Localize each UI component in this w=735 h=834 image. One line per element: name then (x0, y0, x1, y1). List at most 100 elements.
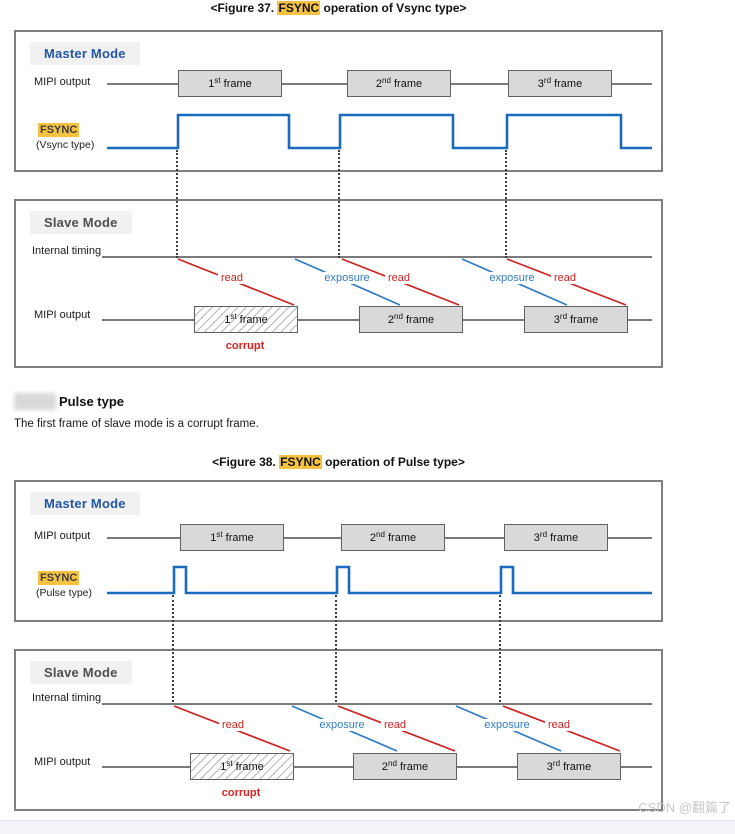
frame-sup: nd (388, 758, 397, 768)
frame-word: frame (236, 313, 268, 326)
frame-word: frame (547, 531, 579, 544)
fsync-label: FSYNC (38, 123, 80, 137)
caption-suffix: operation of Vsync type> (320, 1, 467, 15)
caption-suffix: operation of Pulse type> (321, 455, 465, 469)
sync-dotted-line-1 (172, 595, 174, 702)
section-body-text: The first frame of slave mode is a corru… (14, 418, 259, 430)
frame-sup: nd (376, 529, 385, 539)
csdn-watermark: CSDN @翻篇了 (638, 800, 731, 815)
exposure-label: exposure (486, 272, 538, 284)
frame-sup: rd (559, 311, 568, 321)
slave-mode-label: Slave Mode (30, 661, 132, 684)
frame-box-1-corrupt: 1st frame (194, 306, 298, 333)
read-label: read (384, 272, 414, 284)
fig38-master-panel: Master Mode MIPI output 1st frame 2nd fr… (14, 480, 663, 622)
section-heading-text: Pulse type (59, 394, 125, 409)
page-bottom-strip (0, 820, 735, 834)
frame-ordinal: 3 (537, 77, 544, 90)
internal-timing-label: Internal timing (32, 692, 102, 704)
frame-ordinal: 3 (533, 531, 540, 544)
frame-word: frame (560, 760, 592, 773)
frame-word: frame (567, 313, 599, 326)
exposure-label: exposure (481, 719, 533, 731)
frame-sup: st (230, 311, 237, 321)
section-heading: Pulse type (14, 393, 124, 410)
fsync-type-label: (Vsync type) (36, 139, 95, 151)
figure-37-caption: <Figure 37. FSYNC operation of Vsync typ… (0, 1, 677, 15)
caption-prefix: <Figure 38. (212, 455, 280, 469)
mipi-output-label: MIPI output (34, 309, 91, 321)
frame-word: frame (222, 531, 254, 544)
fig38-slave-panel: Slave Mode Internal timing read exposure… (14, 649, 663, 811)
mipi-output-label: MIPI output (34, 756, 91, 768)
frame-box-2: 2nd frame (347, 70, 451, 97)
fsync-label: FSYNC (38, 571, 80, 585)
redacted-blur (14, 393, 56, 410)
frame-sup: rd (539, 529, 548, 539)
internal-timing-line (102, 256, 652, 258)
frame-sup: rd (552, 758, 561, 768)
exposure-label: exposure (321, 272, 373, 284)
frame-box-1: 1st frame (180, 524, 284, 551)
frame-box-3: 3rd frame (508, 70, 612, 97)
fsync-text: FSYNC (38, 123, 80, 137)
read-label: read (380, 719, 410, 731)
sync-dotted-line-1 (176, 150, 178, 258)
frame-word: frame (384, 531, 417, 544)
frame-ordinal: 2 (387, 313, 395, 326)
mipi-output-label: MIPI output (34, 76, 91, 88)
frame-box-3: 3rd frame (504, 524, 608, 551)
frame-word: frame (232, 760, 264, 773)
frame-box-1: 1st frame (178, 70, 282, 97)
frame-box-3: 3rd frame (517, 753, 621, 780)
frame-box-3: 3rd frame (524, 306, 628, 333)
sync-dotted-line-2 (338, 150, 340, 258)
exposure-label: exposure (316, 719, 368, 731)
frame-ordinal: 2 (381, 760, 389, 773)
frame-sup: st (214, 75, 221, 85)
frame-word: frame (402, 313, 435, 326)
read-label: read (550, 272, 580, 284)
caption-prefix: <Figure 37. (210, 1, 278, 15)
frame-word: frame (396, 760, 429, 773)
frame-ordinal: 2 (375, 77, 383, 90)
internal-timing-label: Internal timing (32, 245, 102, 257)
internal-timing-line (102, 703, 652, 705)
frame-ordinal: 3 (546, 760, 553, 773)
fsync-highlight: FSYNC (279, 455, 322, 469)
frame-sup: nd (394, 311, 403, 321)
read-label: read (544, 719, 574, 731)
frame-sup: rd (543, 75, 552, 85)
fsync-text: FSYNC (38, 571, 80, 585)
read-label: read (217, 272, 247, 284)
frame-ordinal: 1 (224, 313, 231, 326)
frame-box-1-corrupt: 1st frame (190, 753, 294, 780)
master-mode-label: Master Mode (30, 492, 140, 515)
frame-ordinal: 1 (220, 760, 227, 773)
read-label: read (218, 719, 248, 731)
frame-sup: st (216, 529, 223, 539)
frame-ordinal: 2 (369, 531, 377, 544)
figure-38-caption: <Figure 38. FSYNC operation of Pulse typ… (0, 455, 677, 469)
corrupt-label: corrupt (221, 787, 261, 799)
sync-dotted-line-2 (335, 595, 337, 702)
frame-sup: st (226, 758, 233, 768)
frame-ordinal: 1 (208, 77, 215, 90)
master-mode-label: Master Mode (30, 42, 140, 65)
fsync-type-label: (Pulse type) (36, 587, 93, 599)
frame-word: frame (390, 77, 423, 90)
frame-ordinal: 3 (553, 313, 560, 326)
frame-word: frame (551, 77, 583, 90)
frame-sup: nd (382, 75, 391, 85)
frame-box-2: 2nd frame (353, 753, 457, 780)
frame-box-2: 2nd frame (341, 524, 445, 551)
sync-dotted-line-3 (499, 595, 501, 702)
frame-ordinal: 1 (210, 531, 217, 544)
sync-dotted-line-3 (505, 150, 507, 258)
fsync-highlight: FSYNC (277, 1, 321, 15)
slave-mode-label: Slave Mode (30, 211, 132, 234)
mipi-output-label: MIPI output (34, 530, 91, 542)
fig37-master-panel: Master Mode MIPI output 1st frame 2nd fr… (14, 30, 663, 172)
frame-word: frame (220, 77, 252, 90)
